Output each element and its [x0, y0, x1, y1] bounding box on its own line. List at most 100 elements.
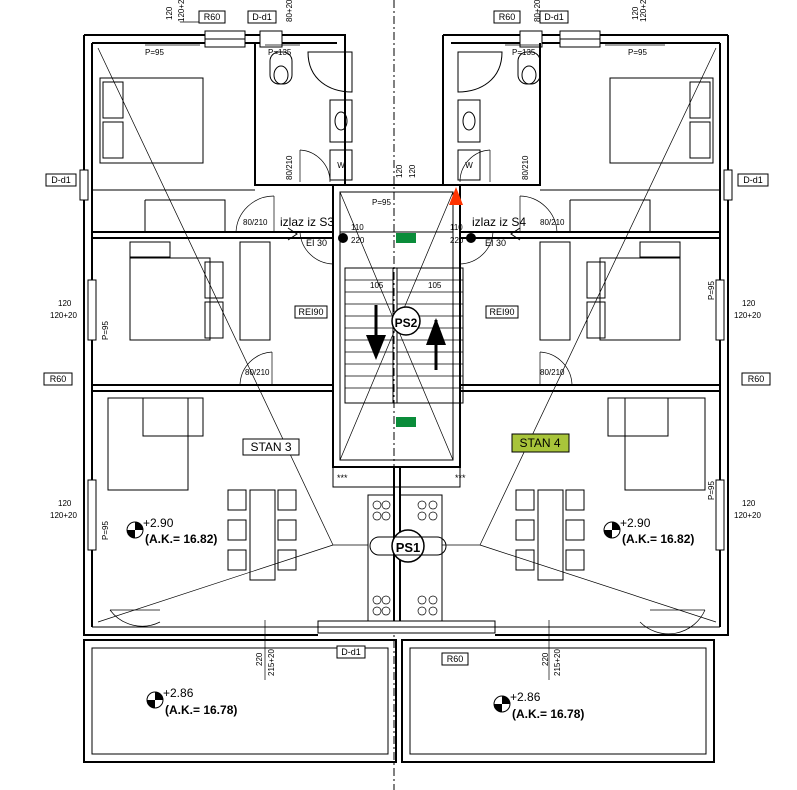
- stan-left-label: STAN 3: [250, 440, 291, 454]
- el30-right-label: EI 30: [485, 238, 506, 248]
- stars-left: ***: [337, 473, 348, 483]
- dim: 80/210: [285, 155, 294, 180]
- tag-box: [247, 10, 277, 24]
- ps2-circle: [391, 306, 421, 336]
- bed-top-left: [99, 77, 204, 164]
- r60-mid-right: R60: [748, 374, 765, 384]
- dim: P=95: [707, 281, 716, 300]
- dim: 220: [255, 652, 264, 666]
- dim: 120+20: [734, 311, 761, 320]
- r60-top-left: R60: [204, 12, 221, 22]
- dim: 80/210: [540, 368, 565, 377]
- dim: 80+20: [533, 0, 542, 22]
- right-interior-walls: [448, 43, 720, 392]
- r60-mid-left: R60: [50, 374, 67, 384]
- stan-right-box: [511, 433, 570, 453]
- elev-right-ak: (A.K.= 16.82): [622, 532, 694, 546]
- dim: P=95: [372, 198, 391, 207]
- bathroom-right: W: [457, 51, 541, 181]
- stair-core: [332, 184, 464, 630]
- izlaz-right-label: izlaz iz S4: [472, 215, 526, 229]
- elev-left-level: +2.90: [143, 516, 174, 530]
- dim: 120+20: [177, 0, 186, 22]
- dim: P=95: [145, 48, 164, 57]
- top-dimension-lines: [145, 21, 665, 46]
- bed-mid-right: [586, 241, 681, 341]
- exit-sign-lower-icon: [396, 417, 416, 427]
- dd1-left: D-d1: [51, 175, 71, 185]
- izlaz-left-label: izlaz iz S3: [280, 215, 334, 229]
- left-interior-walls: [92, 43, 340, 392]
- fire-door-right-icon: [466, 233, 476, 243]
- el30-left-label: EI 30: [306, 238, 327, 248]
- north-marker-icon: [449, 187, 463, 205]
- dim: 215+20: [553, 649, 562, 676]
- bathroom-left: W: [269, 51, 353, 181]
- dim: 120: [395, 164, 404, 178]
- ps1-capsule: [369, 536, 447, 556]
- tag-box: [441, 652, 469, 666]
- dim: 120: [631, 6, 640, 20]
- sofa-left: [107, 397, 204, 491]
- door-swings: [109, 149, 706, 635]
- dim: P=95: [628, 48, 647, 57]
- elevation-marker-balcony-left-icon: [146, 691, 164, 709]
- tag-box: [43, 372, 73, 386]
- ps2-label: PS2: [395, 316, 418, 330]
- dim: 80/210: [245, 368, 270, 377]
- sofa-right: [607, 397, 706, 491]
- dim: 110: [351, 223, 364, 232]
- dim: 110: [450, 223, 463, 232]
- bed-top-right: [609, 77, 714, 164]
- dd1-right: D-d1: [743, 175, 763, 185]
- dim: 120: [408, 164, 417, 178]
- r60-top-right: R60: [499, 12, 516, 22]
- tag-box: [741, 372, 771, 386]
- dim: P=95: [101, 521, 110, 540]
- top-windows: [204, 30, 601, 48]
- elevation-marker-left-icon: [126, 521, 144, 539]
- dd1-top-right: D-d1: [544, 12, 564, 22]
- wardrobe-left: [239, 241, 271, 341]
- dim: 220: [541, 652, 550, 666]
- exit-arrow-right-icon: [510, 227, 521, 241]
- elev-bal-left-ak: (A.K.= 16.78): [165, 703, 237, 717]
- dim: 120+20: [734, 511, 761, 520]
- stan-right-label: STAN 4: [519, 436, 560, 450]
- dim: 215+20: [267, 649, 276, 676]
- stars-right: ***: [455, 473, 466, 483]
- dim: P=95: [707, 481, 716, 500]
- dining-table-left: [227, 489, 297, 581]
- wardrobe-right: [539, 241, 571, 341]
- elevation-marker-balcony-right-icon: [493, 695, 511, 713]
- tag-box: [539, 10, 569, 24]
- dim: 120+20: [50, 311, 77, 320]
- dim: 120: [165, 6, 174, 20]
- exit-sign-upper-icon: [396, 233, 416, 243]
- dim: 105: [428, 281, 442, 290]
- kitchen-left: [367, 494, 395, 631]
- dd1-bottom: D-d1: [341, 647, 361, 657]
- dim: 120: [742, 299, 756, 308]
- rei90-right: REI90: [489, 307, 514, 317]
- side-windows: [79, 169, 733, 551]
- dim: P=135: [268, 48, 292, 57]
- dim: P=95: [101, 321, 110, 340]
- tag-box: [485, 305, 519, 319]
- tag-box: [336, 645, 366, 659]
- dim: 120+20: [50, 511, 77, 520]
- dim: 105: [370, 281, 384, 290]
- dim: 80/210: [540, 218, 565, 227]
- fire-door-left-icon: [338, 233, 348, 243]
- elev-left-ak: (A.K.= 16.82): [145, 532, 217, 546]
- dining-table-right: [515, 489, 585, 581]
- dim: P=135: [512, 48, 536, 57]
- tag-box: [294, 305, 328, 319]
- dim: 120: [58, 299, 72, 308]
- elevation-marker-right-icon: [603, 521, 621, 539]
- dim: 120+20: [639, 0, 648, 22]
- balconies: [83, 620, 715, 763]
- tag-box: [737, 173, 769, 187]
- dim: 80/210: [521, 155, 530, 180]
- tag-box: [45, 173, 77, 187]
